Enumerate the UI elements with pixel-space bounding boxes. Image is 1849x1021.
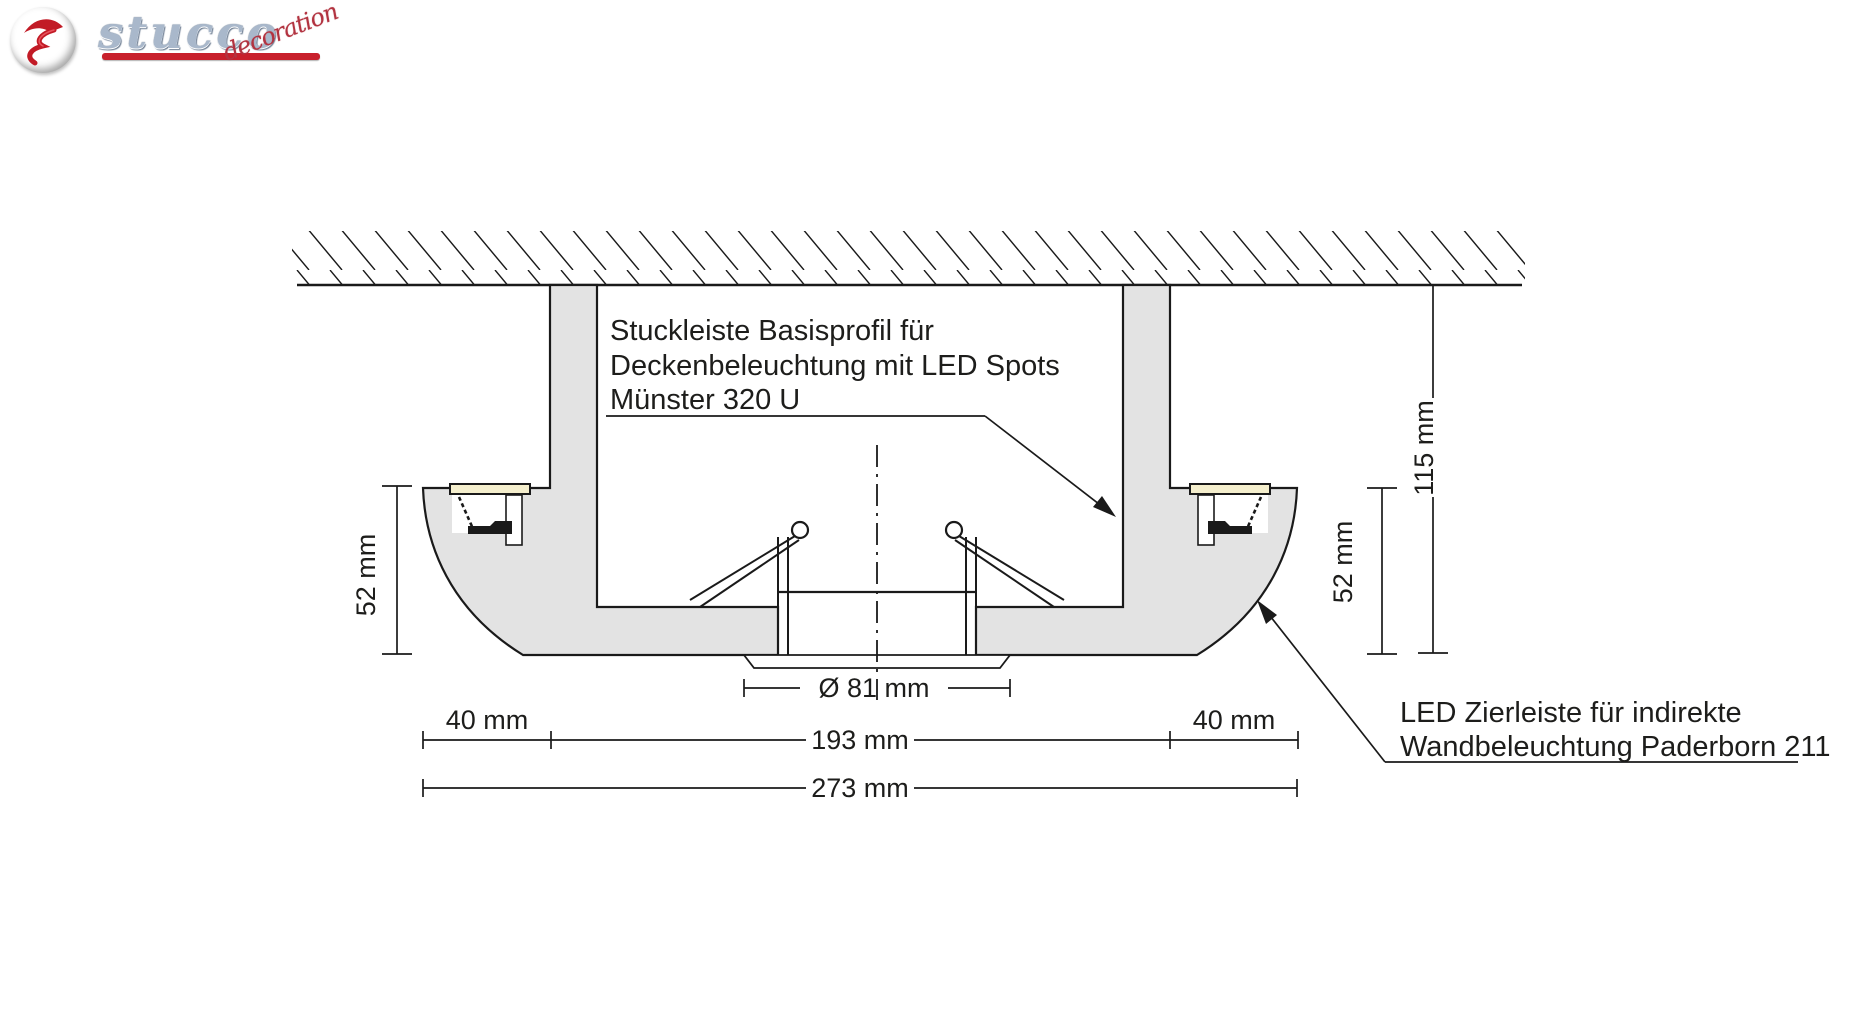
dim-115mm-label: 115 mm <box>1409 400 1439 496</box>
logo-sphere-icon <box>10 7 76 73</box>
led-strip-detail-right <box>1189 483 1271 546</box>
zierleiste-line2: Wandbeleuchtung Paderborn 211 <box>1400 731 1830 763</box>
dim-193mm-label: 193 mm <box>811 725 909 755</box>
logo: stucco decoration <box>8 0 341 76</box>
basisprofil-line3: Münster 320 U <box>610 384 800 416</box>
dim-row-width: 40 mm 40 mm 193 mm <box>422 705 1299 755</box>
dim-115mm: 115 mm <box>1409 284 1448 654</box>
dim-273mm: 273 mm <box>422 773 1298 803</box>
basisprofil-line1: Stuckleiste Basisprofil für <box>610 315 934 347</box>
dim-52mm-left-label: 52 mm <box>351 534 381 617</box>
dim-52mm-left: 52 mm <box>351 485 412 655</box>
zierleiste-line1: LED Zierleiste für indirekte <box>1400 697 1742 729</box>
basisprofil-line2: Deckenbeleuchtung mit LED Spots <box>610 350 1060 382</box>
dim-40mm-right-label: 40 mm <box>1193 705 1276 735</box>
annotation-basisprofil: Stuckleiste Basisprofil für Deckenbeleuc… <box>610 315 1060 416</box>
annotation-zierleiste: LED Zierleiste für indirekte Wandbeleuch… <box>1400 697 1830 763</box>
leader-basisprofil <box>606 415 1116 517</box>
dim-273mm-label: 273 mm <box>811 773 909 803</box>
red-s-swoosh-icon <box>24 19 63 66</box>
ceiling-hatch <box>292 231 1525 287</box>
logo-brand-text: stucco <box>98 6 280 59</box>
dim-52mm-right: 52 mm <box>1328 487 1397 655</box>
profile-right-section <box>974 283 1299 657</box>
spring-clip-right <box>944 520 1065 608</box>
dim-52mm-right-label: 52 mm <box>1328 521 1358 604</box>
leader-zierleiste <box>1257 600 1798 763</box>
dim-81mm-label: Ø 81 mm <box>818 673 929 703</box>
spring-clip-left <box>689 520 810 608</box>
logo-red-underline <box>102 53 320 60</box>
dim-40mm-left-label: 40 mm <box>446 705 529 735</box>
led-strip-detail-left <box>449 483 531 546</box>
dim-81mm: Ø 81 mm <box>743 673 1011 703</box>
